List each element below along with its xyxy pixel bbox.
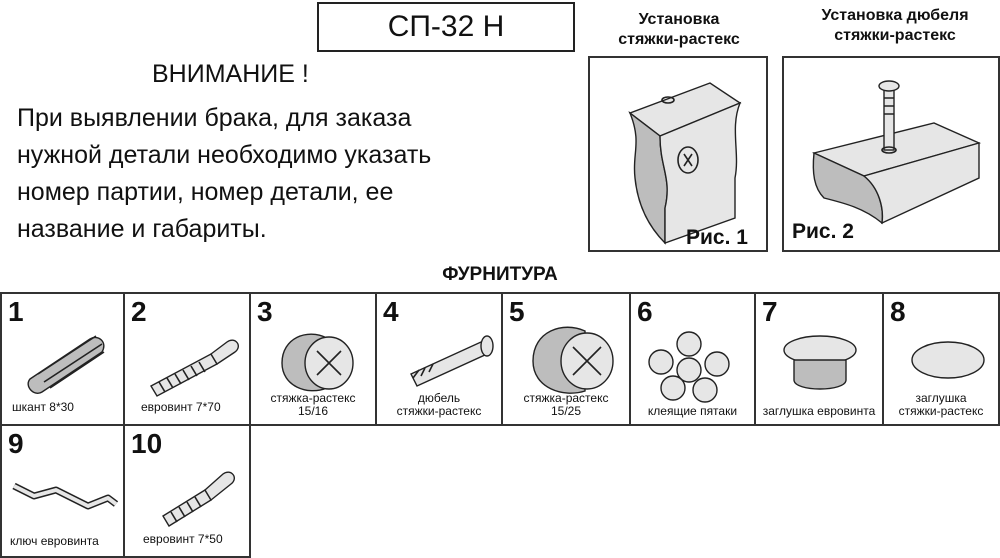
- item-8: 8 заглушка стяжки-растекс: [882, 292, 1000, 426]
- item-9: 9 ключ евровинта: [0, 424, 125, 558]
- euro-screw-short-icon: [162, 471, 235, 527]
- item-caption: шкант 8*30: [12, 400, 74, 414]
- item-caption: ключ евровинта: [10, 534, 99, 548]
- item-5: 5 стяжка-растекс 15/25: [501, 292, 631, 426]
- item-number: 6: [637, 296, 653, 327]
- item-10: 10 евровинт 7*50: [123, 424, 251, 558]
- product-code: СП-32 Н: [317, 2, 575, 52]
- item-number: 4: [383, 296, 399, 327]
- adhesive-pads-icon: [648, 331, 730, 403]
- euro-screw-icon: [150, 339, 239, 397]
- item-caption: евровинт 7*50: [143, 532, 223, 546]
- item-3: 3 стяжка-растекс 15/16: [249, 292, 377, 426]
- item-7: 7 заглушка евровинта: [754, 292, 884, 426]
- item-caption: стяжка-растекс 15/25: [523, 391, 609, 418]
- euro-screw-cap-icon: [783, 335, 857, 390]
- dowel-pin-icon: [27, 335, 105, 394]
- rastex-cap-icon: [911, 341, 985, 379]
- item-number: 8: [890, 296, 906, 327]
- item-2: 2 евровинт 7*70: [123, 292, 251, 426]
- rastex-dowel-icon: [410, 335, 494, 387]
- item-caption: заглушка стяжки-растекс: [898, 391, 984, 418]
- item-1: 1 шкант 8*30: [0, 292, 125, 426]
- rastex-cam-large-icon: [532, 326, 614, 394]
- attention-body: При выявлении брака, для заказа нужной д…: [17, 104, 432, 243]
- section-title: ФУРНИТУРА: [442, 264, 558, 285]
- rastex-cam-icon: [281, 333, 354, 392]
- attention-title: ВНИМАНИЕ !: [152, 60, 309, 88]
- figure-1-frame: Рис. 1: [588, 56, 768, 252]
- item-caption: заглушка евровинта: [762, 404, 876, 418]
- item-caption: евровинт 7*70: [141, 400, 221, 414]
- item-number: 3: [257, 296, 273, 327]
- item-caption: клеящие пятаки: [647, 404, 738, 418]
- item-caption: дюбель стяжки-растекс: [396, 391, 482, 418]
- figure-2-frame: Рис. 2: [782, 56, 1000, 252]
- hex-key-icon: [12, 482, 119, 510]
- figure-2-caption: Установка дюбеля стяжки-растекс: [821, 7, 969, 44]
- item-number: 10: [131, 428, 163, 459]
- figure-1-caption: Установка стяжки-растекс: [618, 11, 740, 48]
- figure-2-label: Рис. 2: [792, 220, 854, 243]
- item-4: 4 дюбель стяжки-растекс: [375, 292, 503, 426]
- figure-1-label: Рис. 1: [686, 226, 748, 249]
- item-number: 1: [8, 296, 24, 327]
- item-number: 9: [8, 428, 24, 459]
- dowel-install-drawing: [811, 80, 982, 225]
- rastex-install-drawing: [628, 82, 742, 245]
- item-number: 2: [131, 296, 147, 327]
- item-caption: стяжка-растекс 15/16: [270, 391, 356, 418]
- item-number: 7: [762, 296, 778, 327]
- item-number: 5: [509, 296, 525, 327]
- item-6: 6 клеящие пятаки: [629, 292, 756, 426]
